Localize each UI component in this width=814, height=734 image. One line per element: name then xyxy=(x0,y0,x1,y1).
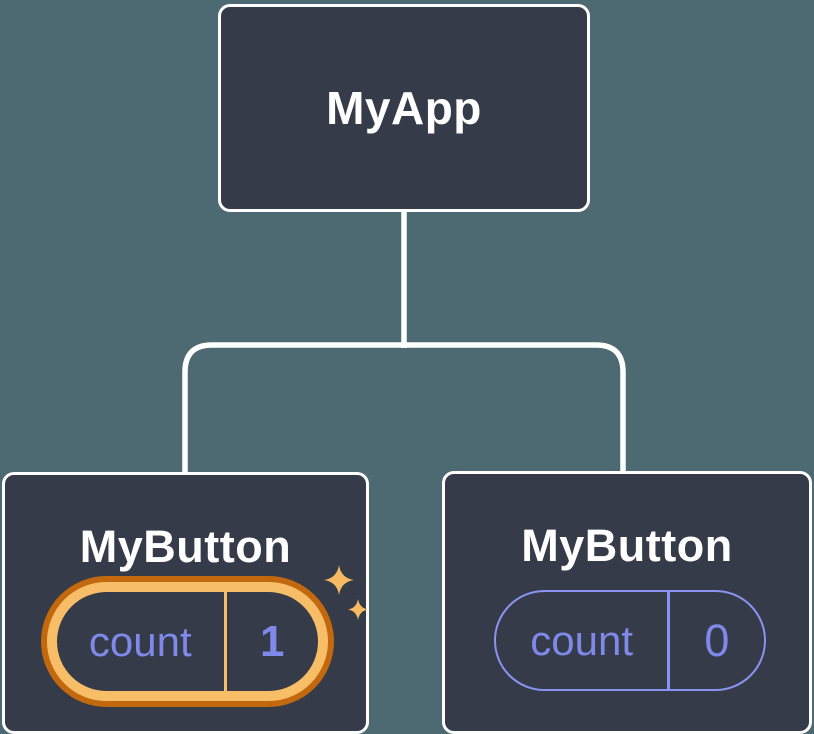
root-component-node: MyApp xyxy=(218,4,590,212)
button-component-node-left: MyButton count 1 xyxy=(2,472,369,734)
sparkle-small xyxy=(348,599,368,620)
state-pill: count 0 xyxy=(494,590,766,691)
state-pill-highlighted: count 1 xyxy=(41,576,334,707)
state-value-cell: 1 xyxy=(227,592,318,691)
state-value: 0 xyxy=(704,614,730,666)
state-value-cell: 0 xyxy=(670,592,764,689)
state-pill-body: count 1 xyxy=(57,592,318,691)
state-key-cell: count xyxy=(57,592,224,691)
component-label: MyButton xyxy=(521,520,733,571)
state-value: 1 xyxy=(260,616,285,666)
component-label: MyButton xyxy=(79,521,292,572)
pill-divider xyxy=(223,592,227,691)
button-component-node-right: MyButton count 0 xyxy=(442,471,812,734)
state-key-label: count xyxy=(88,617,192,665)
state-key-cell: count xyxy=(496,592,667,689)
sparkle-large xyxy=(324,565,354,595)
root-component-label: MyApp xyxy=(326,82,482,134)
connector-bracket xyxy=(182,342,626,476)
pill-divider xyxy=(667,592,670,689)
state-key-label: count xyxy=(530,616,634,664)
sparkles-icon xyxy=(324,565,368,620)
